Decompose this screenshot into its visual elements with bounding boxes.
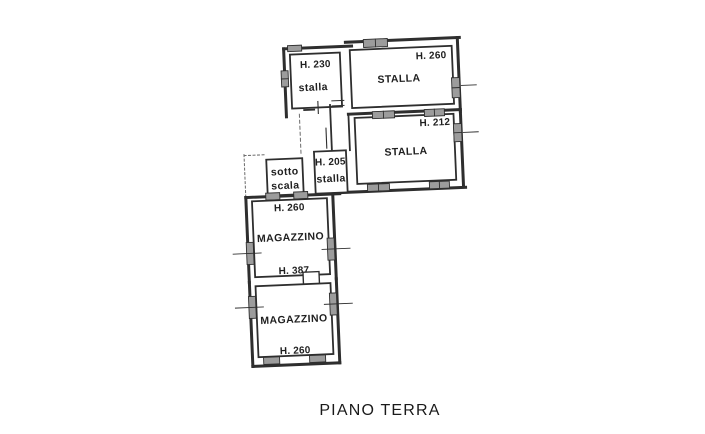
- window-symbol: [371, 110, 396, 120]
- dotted-projection-line: [243, 154, 247, 200]
- centerline-tick: [321, 247, 351, 250]
- window-symbol: [428, 180, 451, 190]
- wall: [334, 277, 342, 365]
- room-label: stalla: [298, 81, 328, 94]
- door-opening-tick: [331, 99, 345, 102]
- room-stalla-230: H. 230 stalla: [280, 44, 354, 119]
- height-label: H. 230: [300, 59, 331, 71]
- room-label: stalla: [316, 172, 346, 185]
- centerline-tick: [462, 131, 479, 133]
- room-label: MAGAZZINO: [260, 312, 328, 327]
- centerline-tick: [234, 306, 264, 309]
- room-label: sotto: [271, 165, 299, 178]
- window-symbol: [280, 70, 290, 88]
- room-magazzino-upper: H. 260 MAGAZZINO H. 387: [232, 192, 351, 287]
- corridor-junction: [298, 99, 351, 155]
- floor-title: PIANO TERRA: [319, 402, 440, 419]
- wall: [347, 113, 351, 152]
- door-jamb-tick: [317, 100, 319, 115]
- wall: [244, 192, 342, 200]
- door-opening-tick: [331, 104, 345, 107]
- centerline-tick: [323, 302, 353, 305]
- height-label: H. 260: [280, 345, 311, 357]
- room-label: scala: [271, 179, 300, 192]
- dotted-projection-line: [243, 154, 267, 157]
- wall: [329, 104, 333, 152]
- window-symbol: [451, 77, 461, 99]
- door-leaf-line: [325, 127, 328, 149]
- dashed-projection-line: [298, 113, 302, 155]
- wall: [458, 107, 466, 188]
- wall: [455, 36, 462, 114]
- room-magazzino-lower: MAGAZZINO H. 260: [234, 277, 353, 368]
- wall: [331, 192, 338, 281]
- room-outline: [251, 197, 332, 279]
- wall: [244, 196, 251, 285]
- room-label: MAGAZZINO: [257, 230, 325, 245]
- window-symbol: [287, 44, 303, 53]
- window-symbol: [452, 123, 463, 143]
- room-sotto-scala: sotto scala: [243, 154, 305, 200]
- plan-group: H. 230 stalla H. 260 STALLA: [232, 35, 479, 368]
- centerline-tick: [460, 84, 477, 86]
- room-label: STALLA: [384, 145, 428, 159]
- room-stalla-260: H. 260 STALLA: [343, 35, 477, 114]
- room-outline: [348, 44, 455, 109]
- party-wall: [244, 191, 342, 201]
- window-symbol: [309, 354, 327, 364]
- room-stalla-205: H. 205 stalla: [313, 149, 349, 195]
- wall: [343, 35, 461, 44]
- window-symbol: [265, 192, 281, 201]
- room-outline: [254, 282, 335, 359]
- height-label: H. 205: [315, 156, 346, 168]
- room-stalla-212: H. 212 STALLA: [334, 107, 479, 195]
- room-outline: [288, 51, 344, 110]
- centerline-tick: [232, 252, 262, 255]
- room-outline: [353, 112, 458, 185]
- height-label: H. 260: [274, 202, 305, 214]
- window-symbol: [293, 191, 309, 200]
- window-symbol: [366, 183, 391, 192]
- window-symbol: [362, 38, 389, 48]
- window-symbol: [263, 356, 281, 365]
- height-label: H. 212: [419, 117, 450, 129]
- room-label: STALLA: [377, 72, 421, 86]
- wall: [251, 361, 342, 368]
- window-symbol: [423, 108, 446, 117]
- height-label: H. 260: [415, 50, 446, 62]
- height-label: H. 387: [278, 265, 309, 277]
- wall: [247, 280, 255, 368]
